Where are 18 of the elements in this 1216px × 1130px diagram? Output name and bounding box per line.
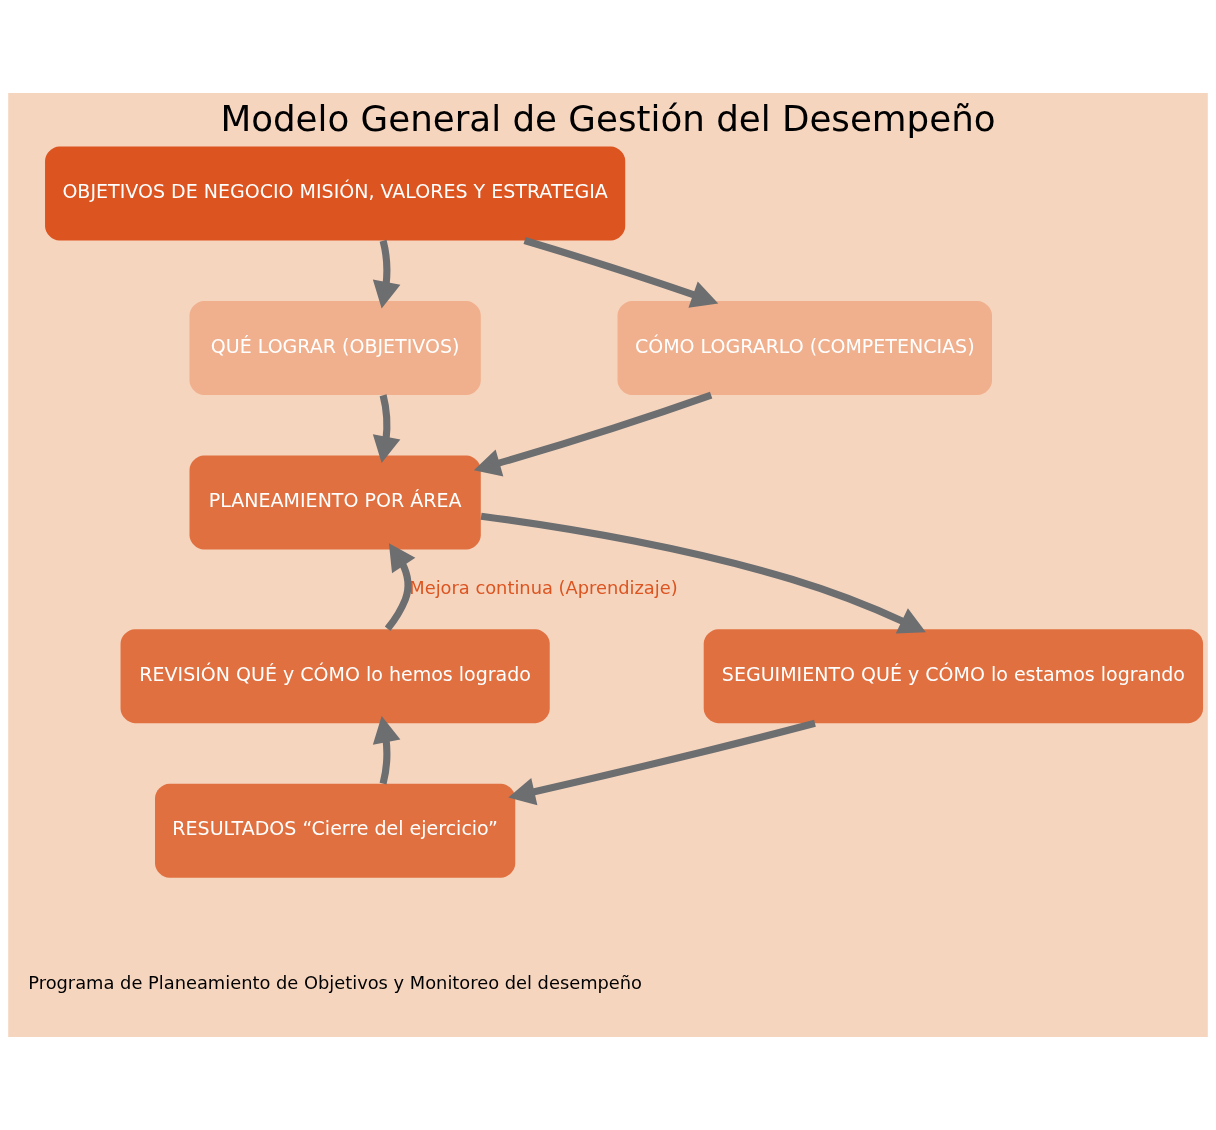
arrow xyxy=(372,239,401,309)
node-box: QUÉ LOGRAR (OBJETIVOS) xyxy=(189,301,481,395)
arrow xyxy=(480,512,926,634)
caption: Programa de Planeamiento de Objetivos y Monitoreo del desempeño xyxy=(28,972,643,994)
arrow xyxy=(384,543,416,632)
arrow xyxy=(508,719,816,806)
node-box: REVISIÓN QUÉ y CÓMO lo hemos logrado xyxy=(120,629,550,724)
node-box: RESULTADOS “Cierre del ejercicio” xyxy=(155,783,516,878)
diagram-title: Modelo General de Gestión del Desempeño xyxy=(220,98,996,140)
edge-label: Mejora continua (Aprendizaje) xyxy=(409,576,678,598)
arrow xyxy=(372,394,401,463)
node-box: OBJETIVOS DE NEGOCIO MISIÓN, VALORES Y ESTRATEGIA xyxy=(45,146,626,241)
arrow xyxy=(523,237,719,308)
node-box: CÓMO LOGRARLO (COMPETENCIAS) xyxy=(617,301,992,395)
arrow xyxy=(372,715,401,785)
node-box: PLANEAMIENTO POR ÁREA xyxy=(189,455,481,550)
node-box: SEGUIMIENTO QUÉ y CÓMO lo estamos logrando xyxy=(703,629,1204,724)
arrow xyxy=(473,391,713,477)
